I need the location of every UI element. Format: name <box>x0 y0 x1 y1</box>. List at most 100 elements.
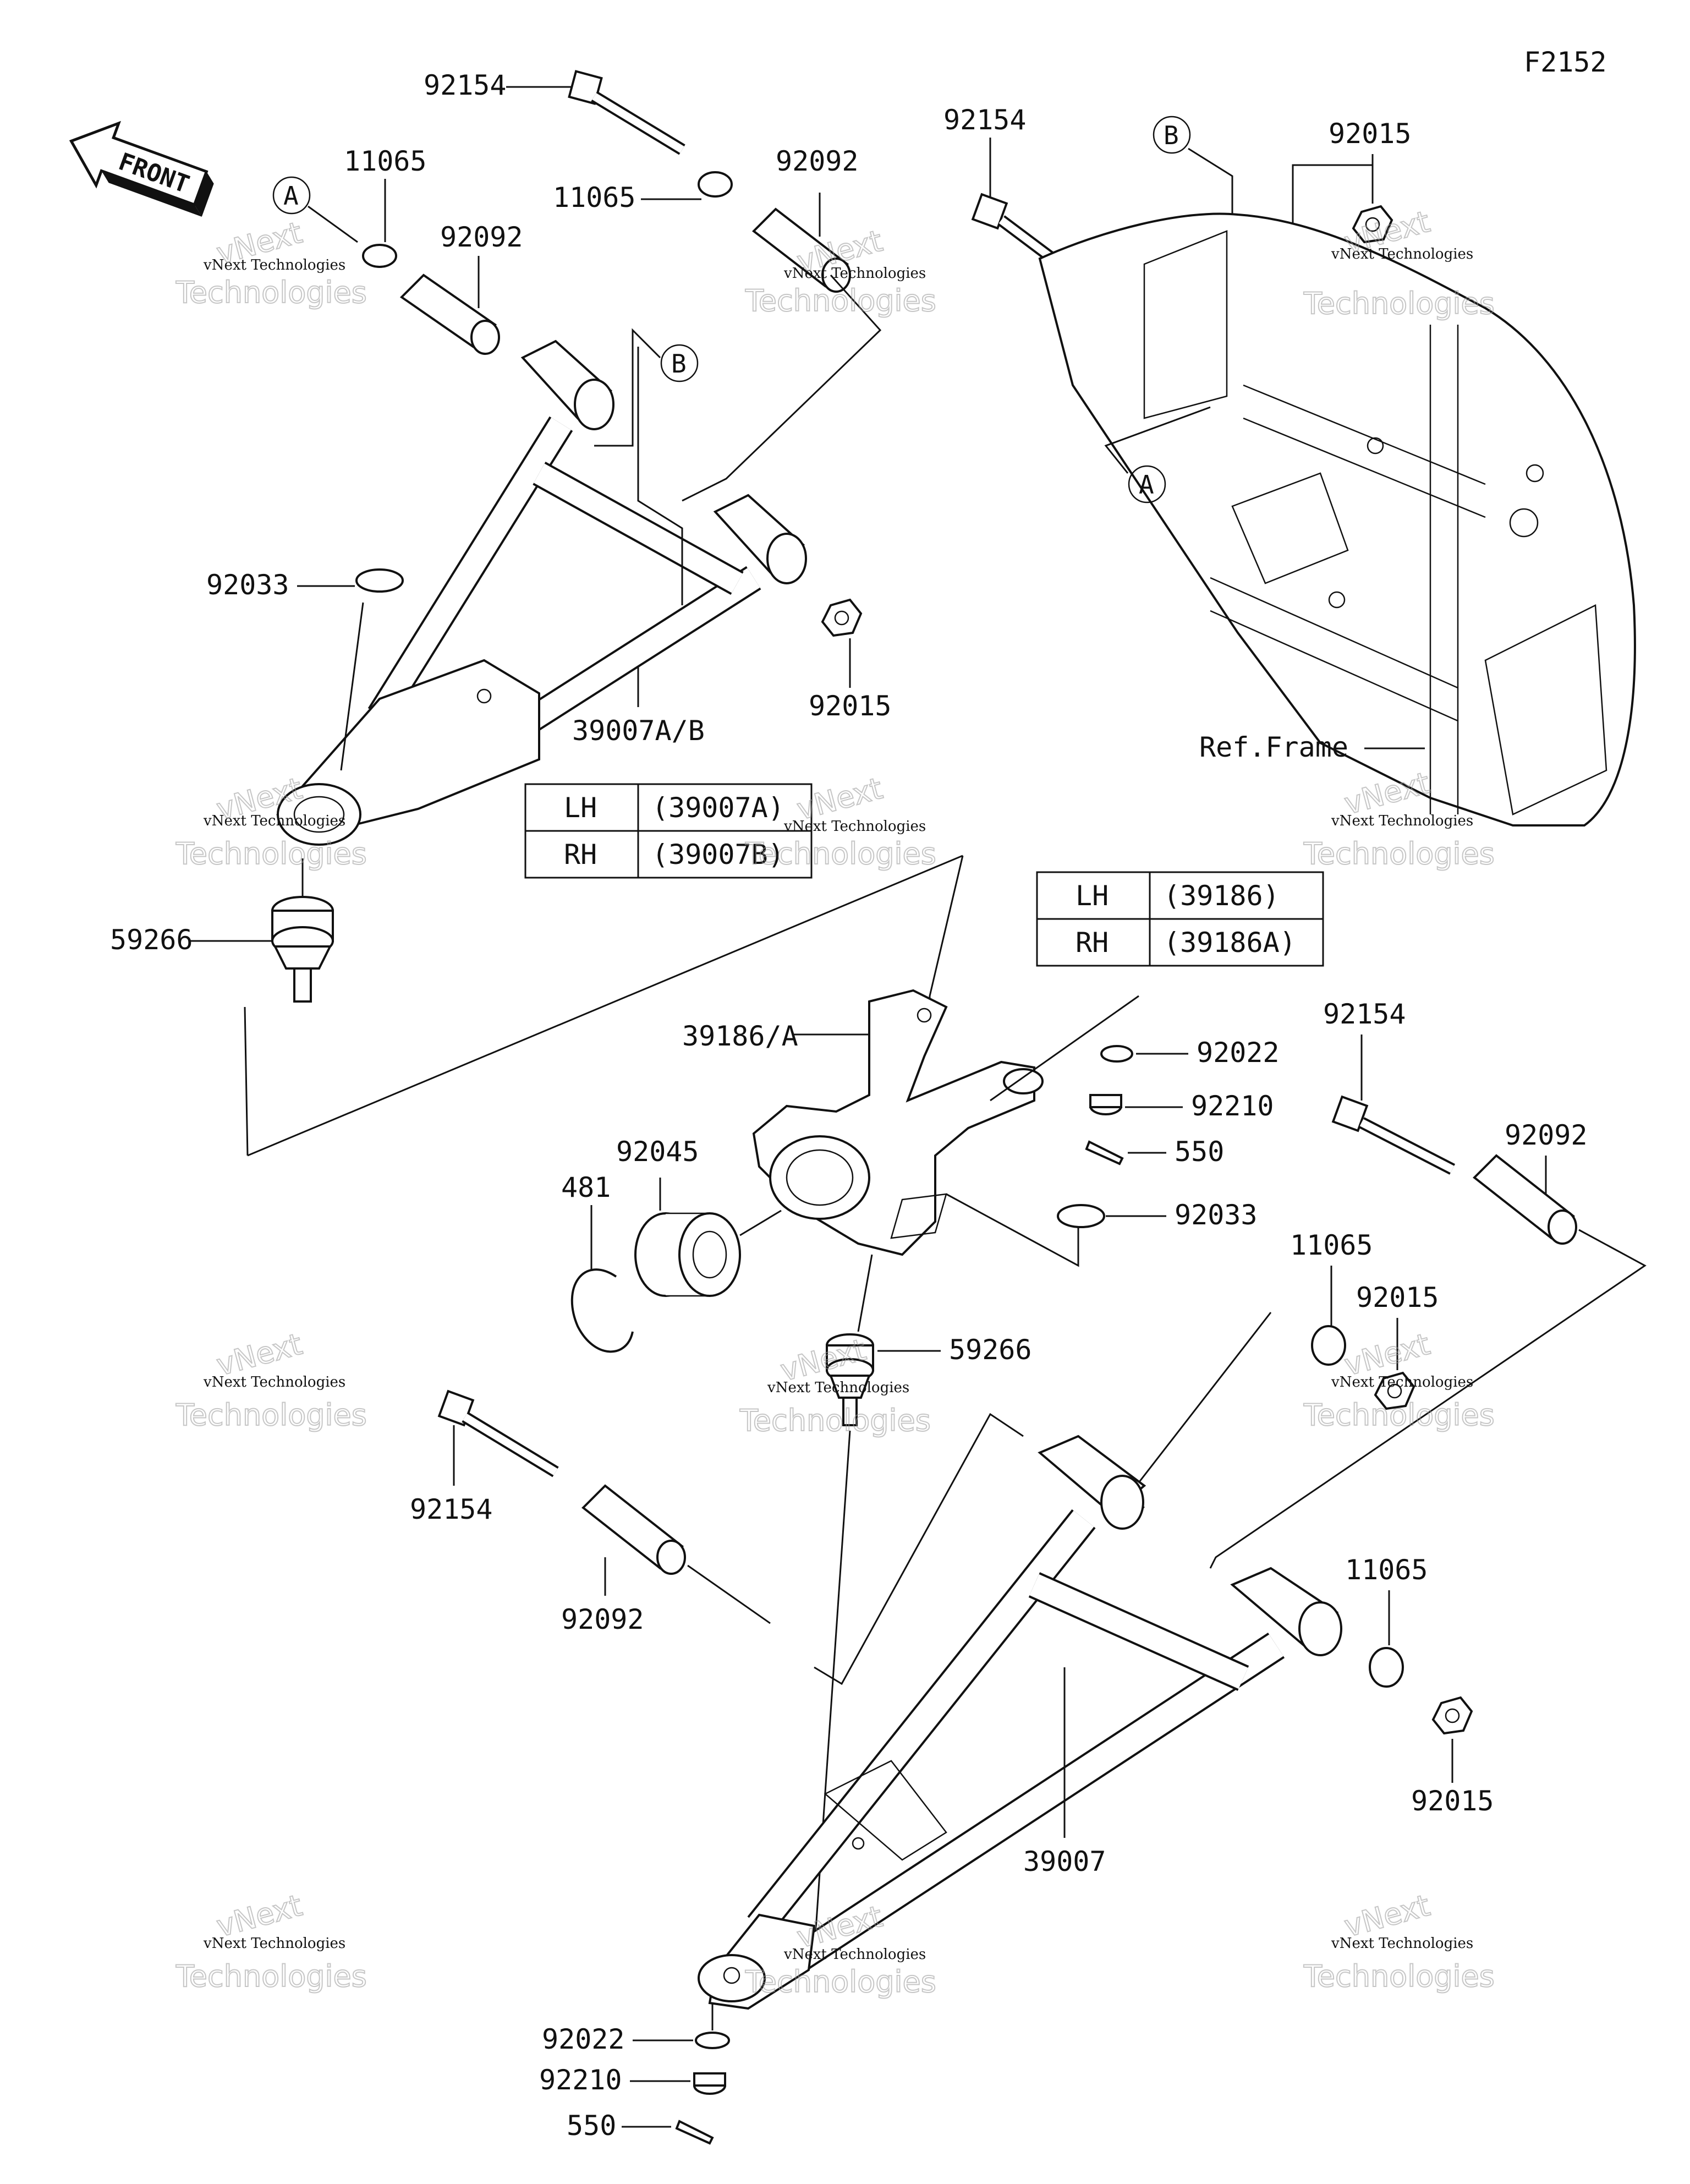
table-knuckle-row1-side: LH <box>1076 880 1109 912</box>
svg-text:Technologies: Technologies <box>1303 1959 1495 1994</box>
label-lower-arm: 39007 <box>1023 1846 1106 1878</box>
label-frame-nut: 92015 <box>1329 118 1412 150</box>
svg-text:vNext Technologies: vNext Technologies <box>203 1374 345 1391</box>
watermark-5: vNext Technologies Technologies vNext <box>744 770 937 872</box>
label-upper-nut: 92015 <box>809 690 892 722</box>
reference-frame <box>1038 212 1636 826</box>
frame-nut <box>1352 205 1393 244</box>
label-lower-ball-joint: 59266 <box>949 1334 1032 1366</box>
bottom-nut <box>693 2072 726 2095</box>
callout-b-upper <box>660 344 699 382</box>
callout-a-frame <box>1128 465 1166 503</box>
label-upper-ball-joint: 59266 <box>110 924 193 956</box>
label-knuckle-washer: 92022 <box>1197 1037 1280 1069</box>
table-upper-arm-row2-part: (39007B) <box>652 839 784 871</box>
table-upper-arm-row1-side: LH <box>564 792 597 824</box>
lower-nut-right2 <box>1431 1696 1473 1735</box>
label-lower-nut-right: 92015 <box>1356 1282 1439 1313</box>
table-knuckle-row1-part: (39186) <box>1164 880 1280 912</box>
circlip <box>570 1268 634 1353</box>
upper-nut <box>821 598 863 637</box>
label-frame-bolt: 92154 <box>943 104 1027 136</box>
label-lower-bolt-right: 92154 <box>1323 998 1406 1030</box>
lower-bushing-left <box>581 1484 686 1575</box>
svg-text:Technologies: Technologies <box>739 1403 931 1438</box>
label-upper-bushing-right: 92092 <box>776 145 859 177</box>
label-bearing: 92045 <box>616 1136 699 1168</box>
upper-bushing-right <box>751 207 851 293</box>
table-upper-arm-row2-side: RH <box>564 839 597 871</box>
svg-text:vNext Technologies: vNext Technologies <box>1331 813 1473 829</box>
upper-washer-left <box>362 244 397 268</box>
svg-text:Technologies: Technologies <box>1303 286 1495 321</box>
watermark-10: vNext Technologies Technologies vNext <box>175 1887 367 1994</box>
lower-ball-joint <box>826 1333 874 1426</box>
label-lower-washer-right2: 11065 <box>1345 1554 1428 1586</box>
bottom-pin <box>675 2120 714 2145</box>
front-arrow-icon: FRONT <box>69 121 214 217</box>
table-upper-arm: LH (39007A) RH (39007B) <box>524 783 813 879</box>
wheel-bearing <box>634 1212 741 1297</box>
svg-text:Technologies: Technologies <box>745 283 936 318</box>
label-bottom-pin: 550 <box>567 2110 616 2142</box>
table-knuckle-row2-part: (39186A) <box>1164 927 1296 959</box>
watermark-12: vNext Technologies Technologies vNext <box>1303 1887 1495 1994</box>
knuckle-ring <box>1057 1204 1105 1228</box>
label-lower-bushing-right: 92092 <box>1505 1119 1588 1151</box>
svg-text:Technologies: Technologies <box>175 275 367 310</box>
table-knuckle-row2-side: RH <box>1076 927 1109 959</box>
label-knuckle-ring: 92033 <box>1175 1199 1258 1231</box>
upper-a-arm <box>277 340 807 846</box>
label-knuckle-pin: 550 <box>1175 1136 1224 1168</box>
watermark-7: vNext Technologies Technologies vNext <box>175 1326 367 1433</box>
label-lower-bushing-left: 92092 <box>561 1603 644 1635</box>
label-knuckle-nut: 92210 <box>1191 1090 1274 1122</box>
svg-text:vNext Technologies: vNext Technologies <box>203 257 345 273</box>
label-lower-bolt-left: 92154 <box>410 1493 493 1525</box>
svg-text:vNext Technologies: vNext Technologies <box>1331 246 1473 262</box>
watermark-4: vNext Technologies Technologies vNext <box>175 770 367 872</box>
label-upper-washer-left: 11065 <box>344 145 427 177</box>
callout-a-upper-text: A <box>283 181 299 211</box>
label-upper-ring: 92033 <box>206 569 289 601</box>
svg-text:Technologies: Technologies <box>175 1398 367 1432</box>
svg-text:Technologies: Technologies <box>175 836 367 871</box>
svg-text:vNext Technologies: vNext Technologies <box>767 1380 909 1396</box>
lower-bushing-right <box>1472 1154 1577 1245</box>
knuckle-washer <box>1100 1045 1133 1063</box>
callout-a-frame-text: A <box>1139 470 1154 500</box>
figure-code: F2152 <box>1524 46 1607 78</box>
lower-bolt-right <box>1331 1095 1456 1175</box>
svg-text:vNext Technologies: vNext Technologies <box>1331 1935 1473 1952</box>
callout-b-frame-text: B <box>1164 121 1179 150</box>
svg-text:Technologies: Technologies <box>745 1964 936 1999</box>
svg-text:Technologies: Technologies <box>1303 1398 1495 1432</box>
svg-text:vNext Technologies: vNext Technologies <box>783 265 926 282</box>
callout-b-upper-text: B <box>671 349 687 379</box>
table-knuckle: LH (39186) RH (39186A) <box>1036 871 1324 967</box>
svg-text:vNext Technologies: vNext Technologies <box>783 818 926 835</box>
steering-knuckle <box>752 989 1044 1256</box>
svg-text:vNext Technologies: vNext Technologies <box>203 1935 345 1952</box>
watermark-3: vNext Technologies Technologies vNext <box>1303 204 1495 321</box>
label-upper-bolt: 92154 <box>424 69 507 101</box>
label-circlip: 481 <box>561 1172 611 1203</box>
svg-text:vNext Technologies: vNext Technologies <box>1331 1374 1473 1391</box>
bottom-washer <box>695 2032 730 2049</box>
watermark-9: vNext Technologies Technologies vNext <box>1303 1326 1495 1433</box>
watermark-2: vNext Technologies Technologies vNext <box>744 223 937 319</box>
label-lower-washer-right: 11065 <box>1290 1229 1373 1261</box>
label-ref-frame: Ref.Frame <box>1199 731 1348 763</box>
upper-bushing-left <box>399 273 500 355</box>
label-upper-arm: 39007A/B <box>572 715 705 747</box>
lower-a-arm <box>698 1435 1342 2010</box>
lower-washer-right <box>1311 1325 1346 1366</box>
svg-text:vNext Technologies: vNext Technologies <box>783 1946 926 1963</box>
upper-washer-mid <box>698 171 733 198</box>
label-upper-bushing-left: 92092 <box>440 221 523 253</box>
svg-text:vNext Technologies: vNext Technologies <box>203 813 345 829</box>
upper-ball-joint <box>271 896 334 1003</box>
svg-text:Technologies: Technologies <box>745 836 936 871</box>
watermark-1: vNext Technologies Technologies vNext <box>175 215 367 310</box>
